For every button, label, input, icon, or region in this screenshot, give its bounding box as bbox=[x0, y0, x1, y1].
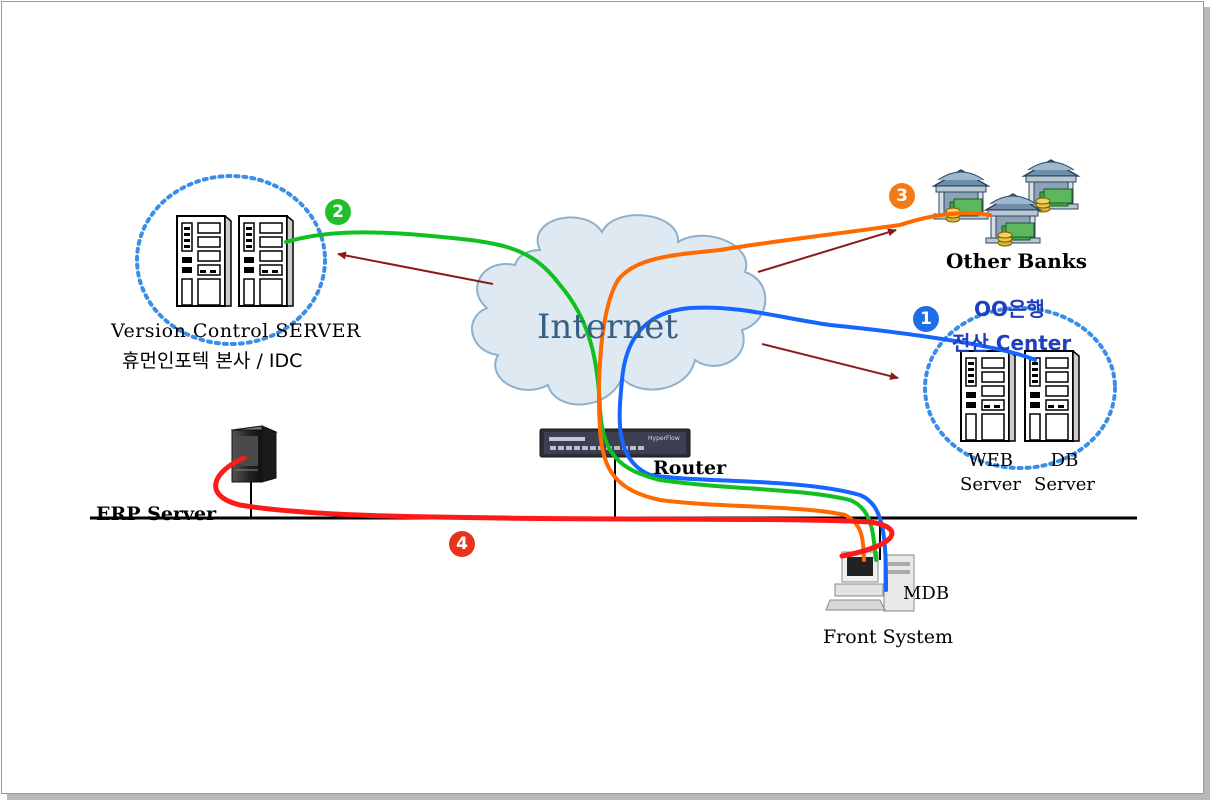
router-brand-text: HyperFlow bbox=[648, 435, 680, 442]
internet-cloud bbox=[471, 214, 767, 406]
route-4-badge: 4 bbox=[449, 531, 475, 557]
version-server-rack-1 bbox=[176, 215, 232, 307]
arrow-to-bank-center bbox=[761, 343, 899, 380]
arrow-to-version-server bbox=[337, 251, 494, 285]
web-server-rack bbox=[960, 350, 1016, 442]
route-4-path bbox=[213, 455, 895, 559]
other-banks-icons bbox=[933, 159, 1079, 247]
route-1-path bbox=[617, 305, 1037, 592]
other-banks-label: Other Banks bbox=[946, 249, 1087, 273]
version-server-label: Version Control SERVER bbox=[111, 320, 361, 342]
front-system-pc bbox=[825, 551, 915, 612]
internet-label: Internet bbox=[537, 307, 678, 347]
route-3-path bbox=[596, 211, 992, 562]
route-2-badge: 2 bbox=[325, 199, 351, 225]
version-server-location-label: 휴먼인포텍 본사 / IDC bbox=[122, 350, 303, 372]
router-label: Router bbox=[653, 457, 727, 479]
mdb-label: MDB bbox=[903, 583, 950, 604]
version-server-rack-2 bbox=[238, 215, 294, 307]
front-system-label: Front System bbox=[823, 626, 954, 648]
version-server-dotted-circle bbox=[135, 174, 327, 346]
db-server-label: DB Server bbox=[1034, 450, 1096, 495]
web-server-label: WEB Server bbox=[960, 450, 1022, 495]
erp-server-label: ERP Server bbox=[96, 503, 217, 525]
route-1-badge: 1 bbox=[913, 306, 939, 332]
route-3-badge: 3 bbox=[889, 183, 915, 209]
arrow-to-other-banks bbox=[757, 228, 897, 273]
bank-name-label: OO은행 bbox=[974, 297, 1045, 321]
bank-center-label: 전산 Center bbox=[952, 331, 1072, 355]
db-server-rack bbox=[1024, 350, 1080, 442]
erp-server-tower bbox=[230, 425, 278, 483]
bank-center-dotted-circle bbox=[923, 306, 1117, 470]
router-device: HyperFlow bbox=[539, 428, 691, 458]
